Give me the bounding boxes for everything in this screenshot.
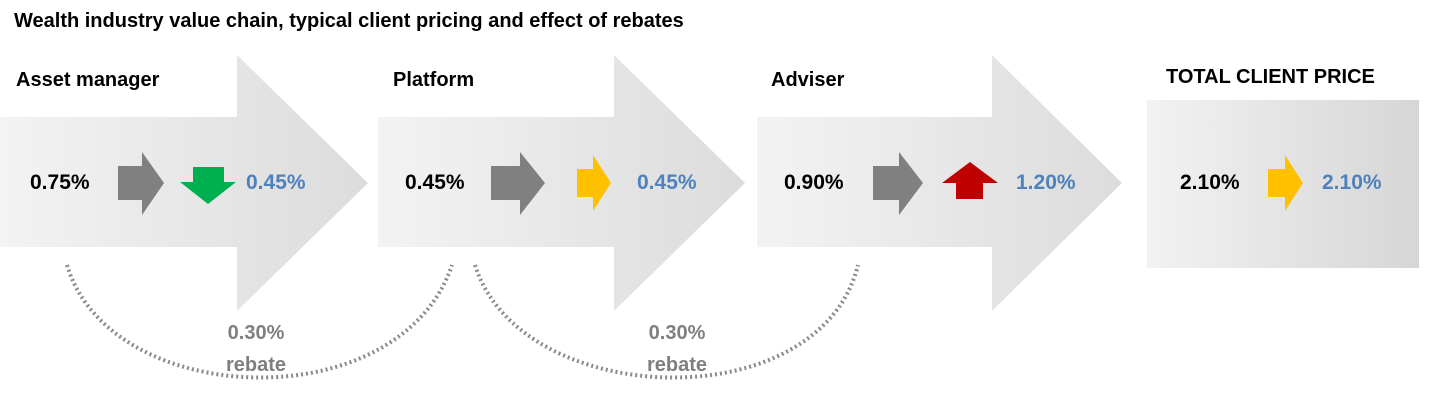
rebate-amount: 0.30% <box>648 322 706 344</box>
grey-arrow-icon <box>873 152 923 215</box>
rebate-text: rebate <box>646 354 708 376</box>
stage-title-asset-manager: Asset manager <box>16 69 160 91</box>
asset-manager-after-value: 0.45% <box>246 171 306 194</box>
total-before-value: 2.10% <box>1180 171 1240 194</box>
right-arrow-icon <box>1268 155 1303 211</box>
page-title: Wealth industry value chain, typical cli… <box>14 10 684 32</box>
platform-after-value: 0.45% <box>637 171 697 194</box>
grey-arrow-icon <box>118 152 164 215</box>
total-title: TOTAL CLIENT PRICE <box>1166 66 1375 88</box>
stage-title-adviser: Adviser <box>771 69 845 91</box>
asset-manager-before-value: 0.75% <box>30 171 90 194</box>
right-arrow-icon <box>577 155 611 211</box>
platform-before-value: 0.45% <box>405 171 465 194</box>
rebate-amount: 0.30% <box>227 322 285 344</box>
up-arrow-icon <box>942 162 998 199</box>
rebate-label-platform-to-adviser: 0.30% rebate <box>617 317 737 381</box>
grey-arrow-icon <box>491 152 545 215</box>
adviser-before-value: 0.90% <box>784 171 844 194</box>
rebate-label-asset-to-platform: 0.30% rebate <box>196 317 316 381</box>
adviser-arrow <box>757 55 1122 311</box>
total-after-value: 2.10% <box>1322 171 1382 194</box>
adviser-after-value: 1.20% <box>1016 171 1076 194</box>
platform-arrow <box>378 55 745 311</box>
down-arrow-icon <box>180 167 236 204</box>
rebate-arc <box>65 264 454 380</box>
rebate-text: rebate <box>225 354 287 376</box>
stage-title-platform: Platform <box>393 69 475 91</box>
